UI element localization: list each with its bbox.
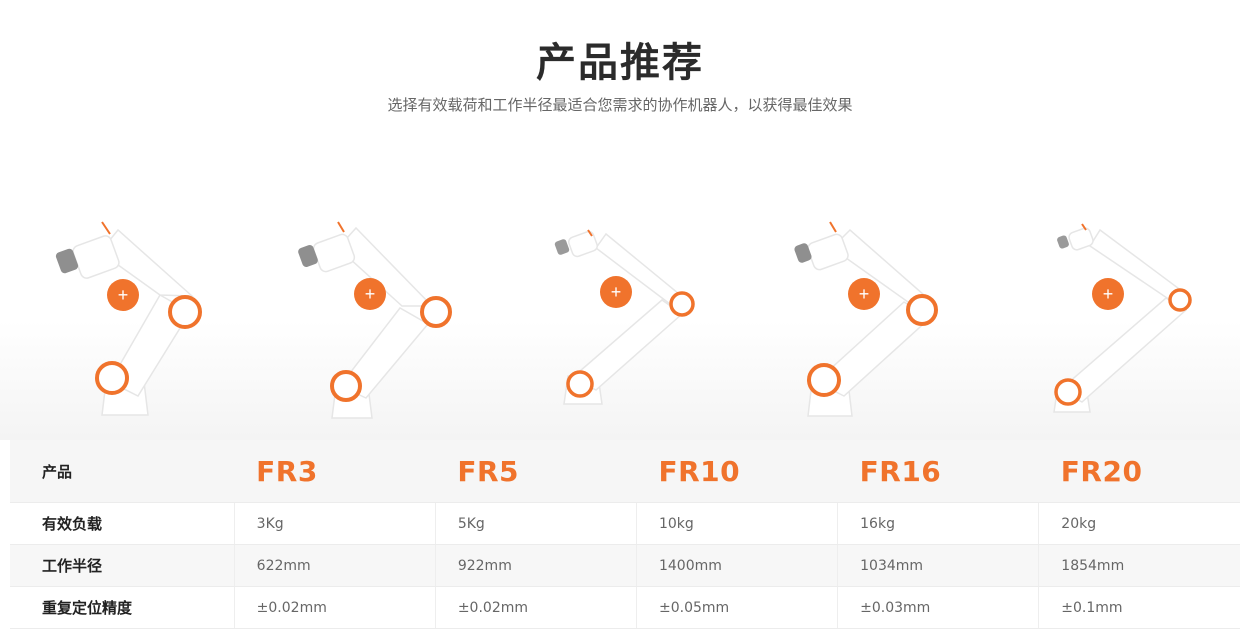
reach-cell: 1400mm [636, 544, 839, 587]
row-label-product: 产品 [10, 440, 235, 503]
robot-fr20[interactable]: + [1030, 200, 1230, 440]
row-label-reach: 工作半径 [10, 544, 235, 587]
collaborative-robot-arm-icon: + [55, 221, 202, 416]
page-title: 产品推荐 [536, 40, 704, 86]
svg-text:+: + [118, 285, 129, 305]
collaborative-robot-arm-icon: + [298, 221, 452, 419]
model-fr20[interactable]: FR20 [1038, 440, 1240, 503]
add-icon [600, 276, 632, 308]
repeatability-cell: ±0.03mm [837, 586, 1040, 629]
repeatability-cell: ±0.02mm [234, 586, 436, 629]
payload-cell: 3Kg [234, 502, 436, 545]
robot-fr10[interactable]: + [530, 200, 730, 440]
table-row-payload: 有效负载 3Kg 5Kg 10kg 16kg 20kg [10, 502, 1240, 545]
svg-text:+: + [365, 284, 376, 304]
model-fr16[interactable]: FR16 [837, 440, 1039, 503]
robot-gallery: + + [0, 200, 1240, 440]
add-icon [848, 278, 880, 310]
robot-fr16[interactable]: + [780, 200, 980, 440]
add-icon [107, 279, 139, 311]
add-icon [1092, 278, 1124, 310]
spec-comparison-table: 产品 FR3 FR5 FR10 FR16 FR20 有效负载 3Kg 5Kg 1… [10, 440, 1240, 629]
robot-fr3[interactable]: + [40, 200, 240, 440]
row-label-payload: 有效负载 [10, 502, 235, 545]
collaborative-robot-arm-icon: + [554, 229, 695, 405]
reach-cell: 1854mm [1038, 544, 1240, 587]
table-row-product: 产品 FR3 FR5 FR10 FR16 FR20 [10, 440, 1240, 503]
svg-text:+: + [859, 284, 870, 304]
svg-text:+: + [1103, 284, 1114, 304]
reach-cell: 1034mm [837, 544, 1040, 587]
repeatability-cell: ±0.02mm [435, 586, 637, 629]
payload-cell: 16kg [837, 502, 1040, 545]
reach-cell: 922mm [435, 544, 637, 587]
collaborative-robot-arm-icon: + [794, 221, 938, 417]
model-fr3[interactable]: FR3 [234, 440, 436, 503]
model-fr10[interactable]: FR10 [636, 440, 838, 503]
row-label-repeatability: 重复定位精度 [10, 586, 235, 629]
model-fr5[interactable]: FR5 [435, 440, 637, 503]
robot-fr5[interactable]: + [290, 200, 490, 440]
payload-cell: 20kg [1038, 502, 1240, 545]
add-icon [354, 278, 386, 310]
table-row-repeatability: 重复定位精度 ±0.02mm ±0.02mm ±0.05mm ±0.03mm ±… [10, 586, 1240, 629]
payload-cell: 10kg [636, 502, 839, 545]
payload-cell: 5Kg [435, 502, 637, 545]
svg-text:+: + [611, 282, 622, 302]
table-row-reach: 工作半径 622mm 922mm 1400mm 1034mm 1854mm [10, 544, 1240, 587]
reach-cell: 622mm [234, 544, 436, 587]
repeatability-cell: ±0.1mm [1038, 586, 1240, 629]
repeatability-cell: ±0.05mm [636, 586, 839, 629]
collaborative-robot-arm-icon: + [1053, 223, 1192, 413]
page-subtitle: 选择有效载荷和工作半径最适合您需求的协作机器人，以获得最佳效果 [387, 96, 853, 114]
